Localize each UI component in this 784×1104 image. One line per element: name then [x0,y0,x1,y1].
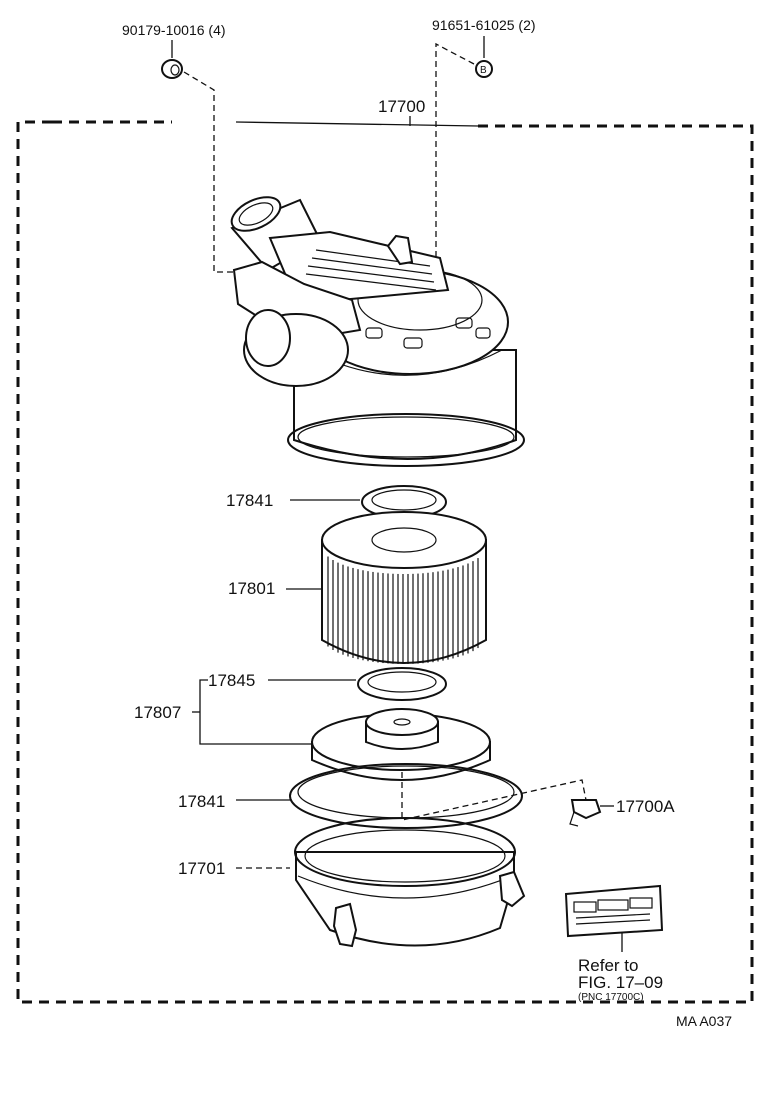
refer-line-2: FIG. 17–09 [578,973,663,992]
grommet-90179 [161,59,183,79]
clip-17700A [569,799,602,827]
dash-91651 [435,42,475,262]
bolt-91651: B [475,60,493,78]
assembly-border [16,120,754,1004]
label-90179-10016: 90179-10016 (4) [122,22,226,38]
filter-element-17801 [321,511,487,664]
drawing-code: MA A037 [676,1013,732,1029]
assembly-border-gap-right [235,121,479,127]
dash-90179 [183,71,240,273]
refer-line-3: (PNC 17700C) [578,992,644,1003]
case-17701 [294,817,526,948]
label-17801: 17801 [228,579,275,598]
gasket-17845 [357,667,447,701]
label-17807: 17807 [134,703,181,722]
label-17841-top: 17841 [226,491,273,510]
dash-17700A [401,772,587,821]
label-17700: 17700 [378,97,425,116]
svg-text:B: B [480,65,487,76]
air-cleaner-cap-17700 [230,196,525,467]
refer-line-1: Refer to [578,956,638,975]
label-17701: 17701 [178,859,225,878]
element-plate-17807 [311,708,491,781]
label-plate-17700C [564,884,664,938]
label-91651-61025: 91651-61025 (2) [432,17,536,33]
label-17841-bot: 17841 [178,792,225,811]
label-17700A: 17700A [616,797,675,816]
label-17845: 17845 [208,671,255,690]
